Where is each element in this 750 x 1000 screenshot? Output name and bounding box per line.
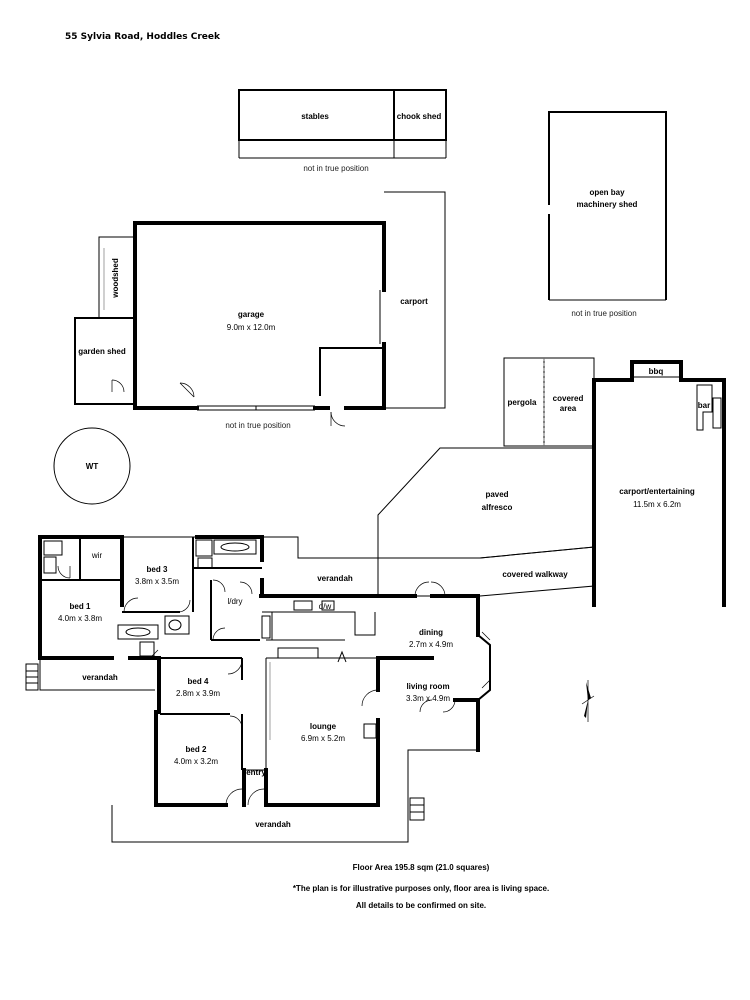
bed2-label: bed 2 <box>186 745 207 754</box>
laundry-label: l/dry <box>227 597 242 606</box>
bed4-label: bed 4 <box>188 677 209 686</box>
paved-alfresco-label-1: paved <box>485 490 508 499</box>
stables-note: not in true position <box>303 164 368 173</box>
lounge-label: lounge <box>310 722 337 731</box>
water-tank-label: WT <box>86 462 99 471</box>
verandah-west-label: verandah <box>82 673 118 682</box>
outdoor-entertaining: pergola covered area bbq bar carport/ent… <box>503 357 726 607</box>
carport-entertaining-label: carport/entertaining <box>619 487 695 496</box>
water-tank <box>53 427 131 505</box>
disclaimer-line-2: All details to be confirmed on site. <box>356 901 486 910</box>
wir-label: wir <box>91 551 103 560</box>
floor-area: Floor Area 195.8 sqm (21.0 squares) <box>353 863 490 872</box>
living-size: 3.3m x 4.9m <box>406 694 450 703</box>
covered-walkway <box>479 546 595 597</box>
living-label: living room <box>406 682 449 691</box>
garage-size: 9.0m x 12.0m <box>227 323 276 332</box>
disclaimer-line-1: *The plan is for illustrative purposes o… <box>293 884 549 893</box>
stables-label: stables <box>301 112 329 121</box>
dining-size: 2.7m x 4.9m <box>409 640 453 649</box>
bed3-size: 3.8m x 3.5m <box>135 577 179 586</box>
property-address: 55 Sylvia Road, Hoddles Creek <box>65 32 221 42</box>
bed4-size: 2.8m x 3.9m <box>176 689 220 698</box>
covered-area-label-2: area <box>560 404 577 413</box>
lounge-size: 6.9m x 5.2m <box>301 734 345 743</box>
woodshed-label: woodshed <box>111 258 120 299</box>
bar-label: bar <box>698 401 710 410</box>
stables-building: stables chook shed not in true position <box>238 89 447 173</box>
bed1-label: bed 1 <box>70 602 91 611</box>
bed1-size: 4.0m x 3.8m <box>58 614 102 623</box>
chook-shed-label: chook shed <box>397 112 442 121</box>
house: wir bed 1 4.0m x 3.8m bed 3 3.8m x 3.5m … <box>25 535 491 843</box>
garage-label: garage <box>238 310 265 319</box>
machinery-shed-label-2: machinery shed <box>577 200 638 209</box>
garden-shed-label: garden shed <box>78 347 126 356</box>
machinery-shed: open bay machinery shed not in true posi… <box>547 111 667 318</box>
pergola-label: pergola <box>508 398 537 407</box>
entry-label: entry <box>246 768 266 777</box>
verandah-north-label: verandah <box>317 574 353 583</box>
machinery-shed-note: not in true position <box>571 309 636 318</box>
bed2-size: 4.0m x 3.2m <box>174 757 218 766</box>
carport-entertaining-size: 11.5m x 6.2m <box>633 500 681 509</box>
dishwasher-label: d/w <box>319 602 332 611</box>
covered-area-label-1: covered <box>553 394 584 403</box>
garage-note: not in true position <box>225 421 290 430</box>
bed3-label: bed 3 <box>147 565 168 574</box>
garage-complex: woodshed garden shed garage 9.0m x 12.0m… <box>74 191 446 430</box>
carport-label: carport <box>400 297 428 306</box>
verandah-south-label: verandah <box>255 820 291 829</box>
north-arrow-icon <box>581 680 595 722</box>
covered-walkway-label: covered walkway <box>502 570 568 579</box>
paved-alfresco: paved alfresco <box>377 447 595 559</box>
paved-alfresco-label-2: alfresco <box>482 503 513 512</box>
machinery-shed-label-1: open bay <box>589 188 625 197</box>
bbq-label: bbq <box>649 367 664 376</box>
dining-label: dining <box>419 628 443 637</box>
